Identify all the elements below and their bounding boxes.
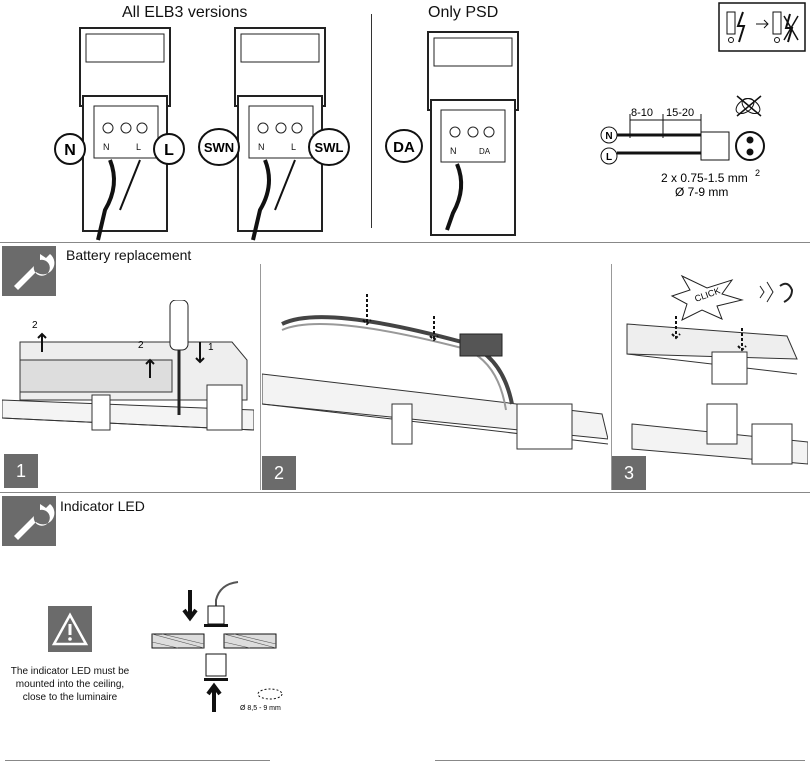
indicator-note-line-3: close to the luminaire <box>22 692 118 703</box>
label-swn-circle: SWN <box>198 128 240 166</box>
svg-text:N: N <box>64 142 76 159</box>
label-da-circle: DA <box>385 129 423 163</box>
indicator-note-line-2: mounted into the ceiling, <box>15 679 125 690</box>
label-l-circle: L <box>153 133 185 165</box>
cable-diameter: Ø 7-9 mm <box>675 185 728 199</box>
terminal-label-n-2: N <box>258 142 265 152</box>
label-swl-circle: SWL <box>308 128 350 166</box>
svg-text:L: L <box>606 152 612 163</box>
label-n-circle: N <box>54 133 86 165</box>
wrench-icon <box>2 246 56 296</box>
step-badge-3: 3 <box>612 456 646 490</box>
section-rule-indicator <box>0 492 810 493</box>
hole-diameter: Ø 8,5 - 9 mm <box>240 705 281 712</box>
terminal-label-n: N <box>103 142 110 152</box>
section-title-indicator: Indicator LED <box>60 498 145 514</box>
terminal-label-n-psd: N <box>450 146 457 156</box>
step-panel-3: CLICK 3 <box>612 264 809 490</box>
terminal-label-l-2: L <box>291 142 296 152</box>
arrow-label-b: 2 <box>138 340 144 351</box>
svg-text:SWL: SWL <box>315 140 344 155</box>
wiring-diagram: 8-10 15-20 N L 2 x 0.75-1.5 mm 2 Ø 7-9 m… <box>600 95 765 199</box>
indicator-note-line-1: The indicator LED must be <box>10 666 130 677</box>
title-only-psd: Only PSD <box>428 4 499 21</box>
ceiling-mount-diagram: Ø 8,5 - 9 mm <box>151 581 283 712</box>
wire-section-sup: 2 <box>755 168 760 178</box>
strip-length-1: 8-10 <box>631 107 653 119</box>
connector-drawing-2: N L <box>234 27 326 241</box>
step-badge-1: 1 <box>4 454 38 488</box>
no-cross-wires-icon <box>735 95 762 117</box>
panel-divider-1 <box>260 264 261 490</box>
vertical-divider <box>371 14 372 228</box>
wire-section: 2 x 0.75-1.5 mm <box>661 171 748 185</box>
step-panel-1: 2 2 1 1 <box>1 299 255 488</box>
strip-length-2: 15-20 <box>666 107 694 119</box>
section-rule-battery <box>0 242 810 243</box>
panel-divider-2 <box>611 264 612 490</box>
section-title-battery: Battery replacement <box>66 247 192 263</box>
connector-swap-icon <box>718 2 806 52</box>
warning-icon <box>48 606 92 652</box>
bottom-rule-left <box>5 760 270 761</box>
arrow-label-a: 2 <box>32 320 38 331</box>
svg-text:SWN: SWN <box>204 140 234 155</box>
arrow-label-c: 1 <box>208 342 214 353</box>
svg-text:DA: DA <box>393 139 415 156</box>
connector-drawing-psd: N DA <box>427 31 519 236</box>
terminal-label-da-psd: DA <box>479 147 491 156</box>
svg-text:L: L <box>164 142 174 159</box>
title-all-elb3: All ELB3 versions <box>122 4 248 21</box>
bottom-rule-right <box>435 760 805 761</box>
step-panel-2: 2 <box>261 264 609 490</box>
terminal-label-l: L <box>136 142 141 152</box>
svg-text:N: N <box>605 131 612 142</box>
step-badge-2: 2 <box>262 456 296 490</box>
wrench-icon-2 <box>2 496 56 546</box>
indicator-note: The indicator LED must be mounted into t… <box>0 665 140 704</box>
